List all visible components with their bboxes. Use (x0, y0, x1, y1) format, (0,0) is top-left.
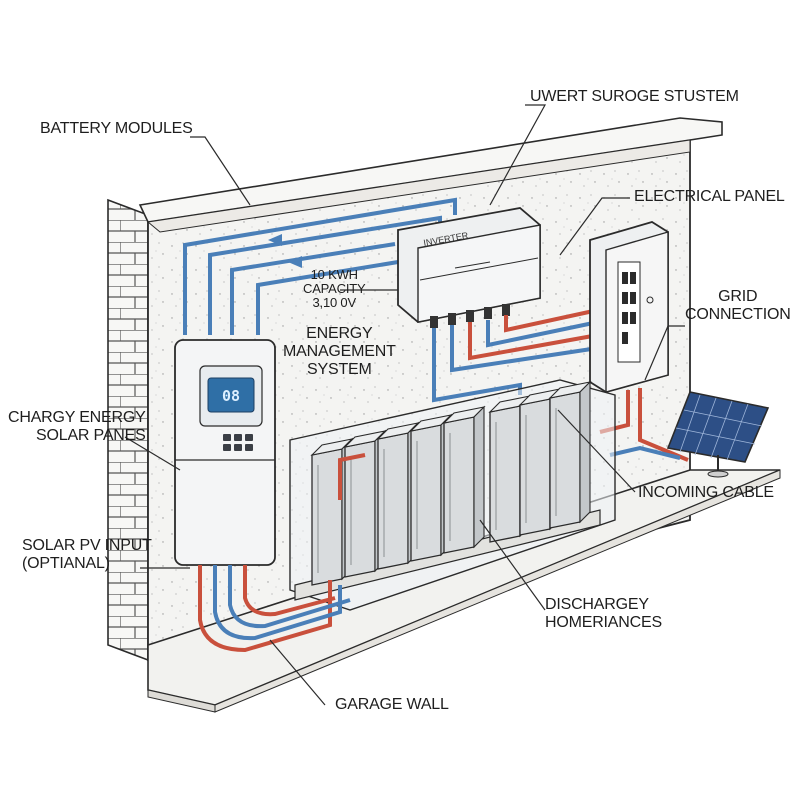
battery-module (443, 416, 475, 554)
cable-arrows (268, 234, 302, 268)
battery-module (489, 405, 521, 543)
battery-module (311, 448, 343, 586)
label-garage-wall: GARAGE WALL (335, 696, 449, 713)
label-energy-management-system: ENERGY MANAGEMENT SYSTEM (283, 325, 396, 378)
ems-display-text: 08 (222, 387, 240, 405)
inverter-panel-cables (432, 308, 599, 403)
battery-module (377, 432, 409, 570)
battery-module (519, 398, 551, 536)
callout-lines (124, 104, 685, 706)
battery-module-side (579, 380, 591, 524)
battery-module (344, 440, 376, 578)
electrical-panel-unit (589, 221, 669, 393)
battery-module-side (473, 405, 485, 549)
label-incoming-cable: INCOMING CABLE (638, 484, 774, 501)
inverter-unit: INVERTER (397, 207, 541, 328)
ems-keypad (223, 434, 253, 451)
label-grid-connection: GRID CONNECTION (685, 288, 791, 323)
lower-cables (198, 453, 366, 653)
label-electrical-panel: ELECTRICAL PANEL (634, 188, 785, 205)
solar-panel (666, 391, 770, 478)
battery-modules (310, 380, 592, 586)
label-capacity: 10 KWH CAPACITY 3,10 0V (303, 267, 366, 310)
energy-management-unit: 08 (174, 339, 276, 566)
label-battery-modules: BATTERY MODULES (40, 120, 193, 137)
battery-module (410, 424, 442, 562)
label-surge-system: UWERT SUROGE STUSTEM (530, 88, 739, 105)
label-chargy-energy: CHARGY ENERGY SOLAR PANES (8, 409, 146, 444)
label-dischargey: DISCHARGEY HOMERIANCES (545, 596, 662, 631)
upper-blue-cables (183, 197, 457, 335)
label-solar-pv-input: SOLAR PV INPUT (OPTIANAL) (22, 537, 152, 572)
battery-module (549, 391, 581, 529)
